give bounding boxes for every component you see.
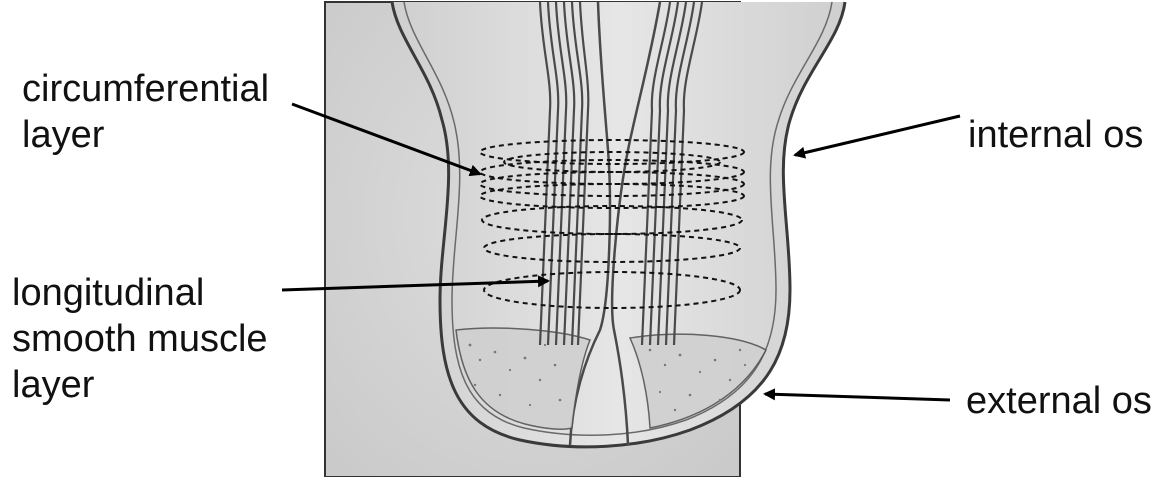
cervix-outer-wall: [392, 2, 845, 447]
circumferential-label-line-2: layer: [22, 112, 269, 158]
circumferential-label-line-1: circumferential: [22, 66, 269, 112]
external-os-label: external os: [966, 378, 1152, 424]
longitudinal-label-line-3: layer: [12, 362, 268, 408]
longitudinal-label-line-2: smooth muscle: [12, 316, 268, 362]
circumferential-layer-label: circumferential layer: [22, 66, 269, 158]
external-os-arrow: [765, 394, 950, 400]
internal-os-label: internal os: [968, 112, 1143, 158]
longitudinal-layer-label: longitudinal smooth muscle layer: [12, 270, 268, 408]
longitudinal-label-line-1: longitudinal: [12, 270, 268, 316]
micrograph-photo: [325, 2, 845, 477]
internal-os-arrow: [795, 116, 960, 155]
